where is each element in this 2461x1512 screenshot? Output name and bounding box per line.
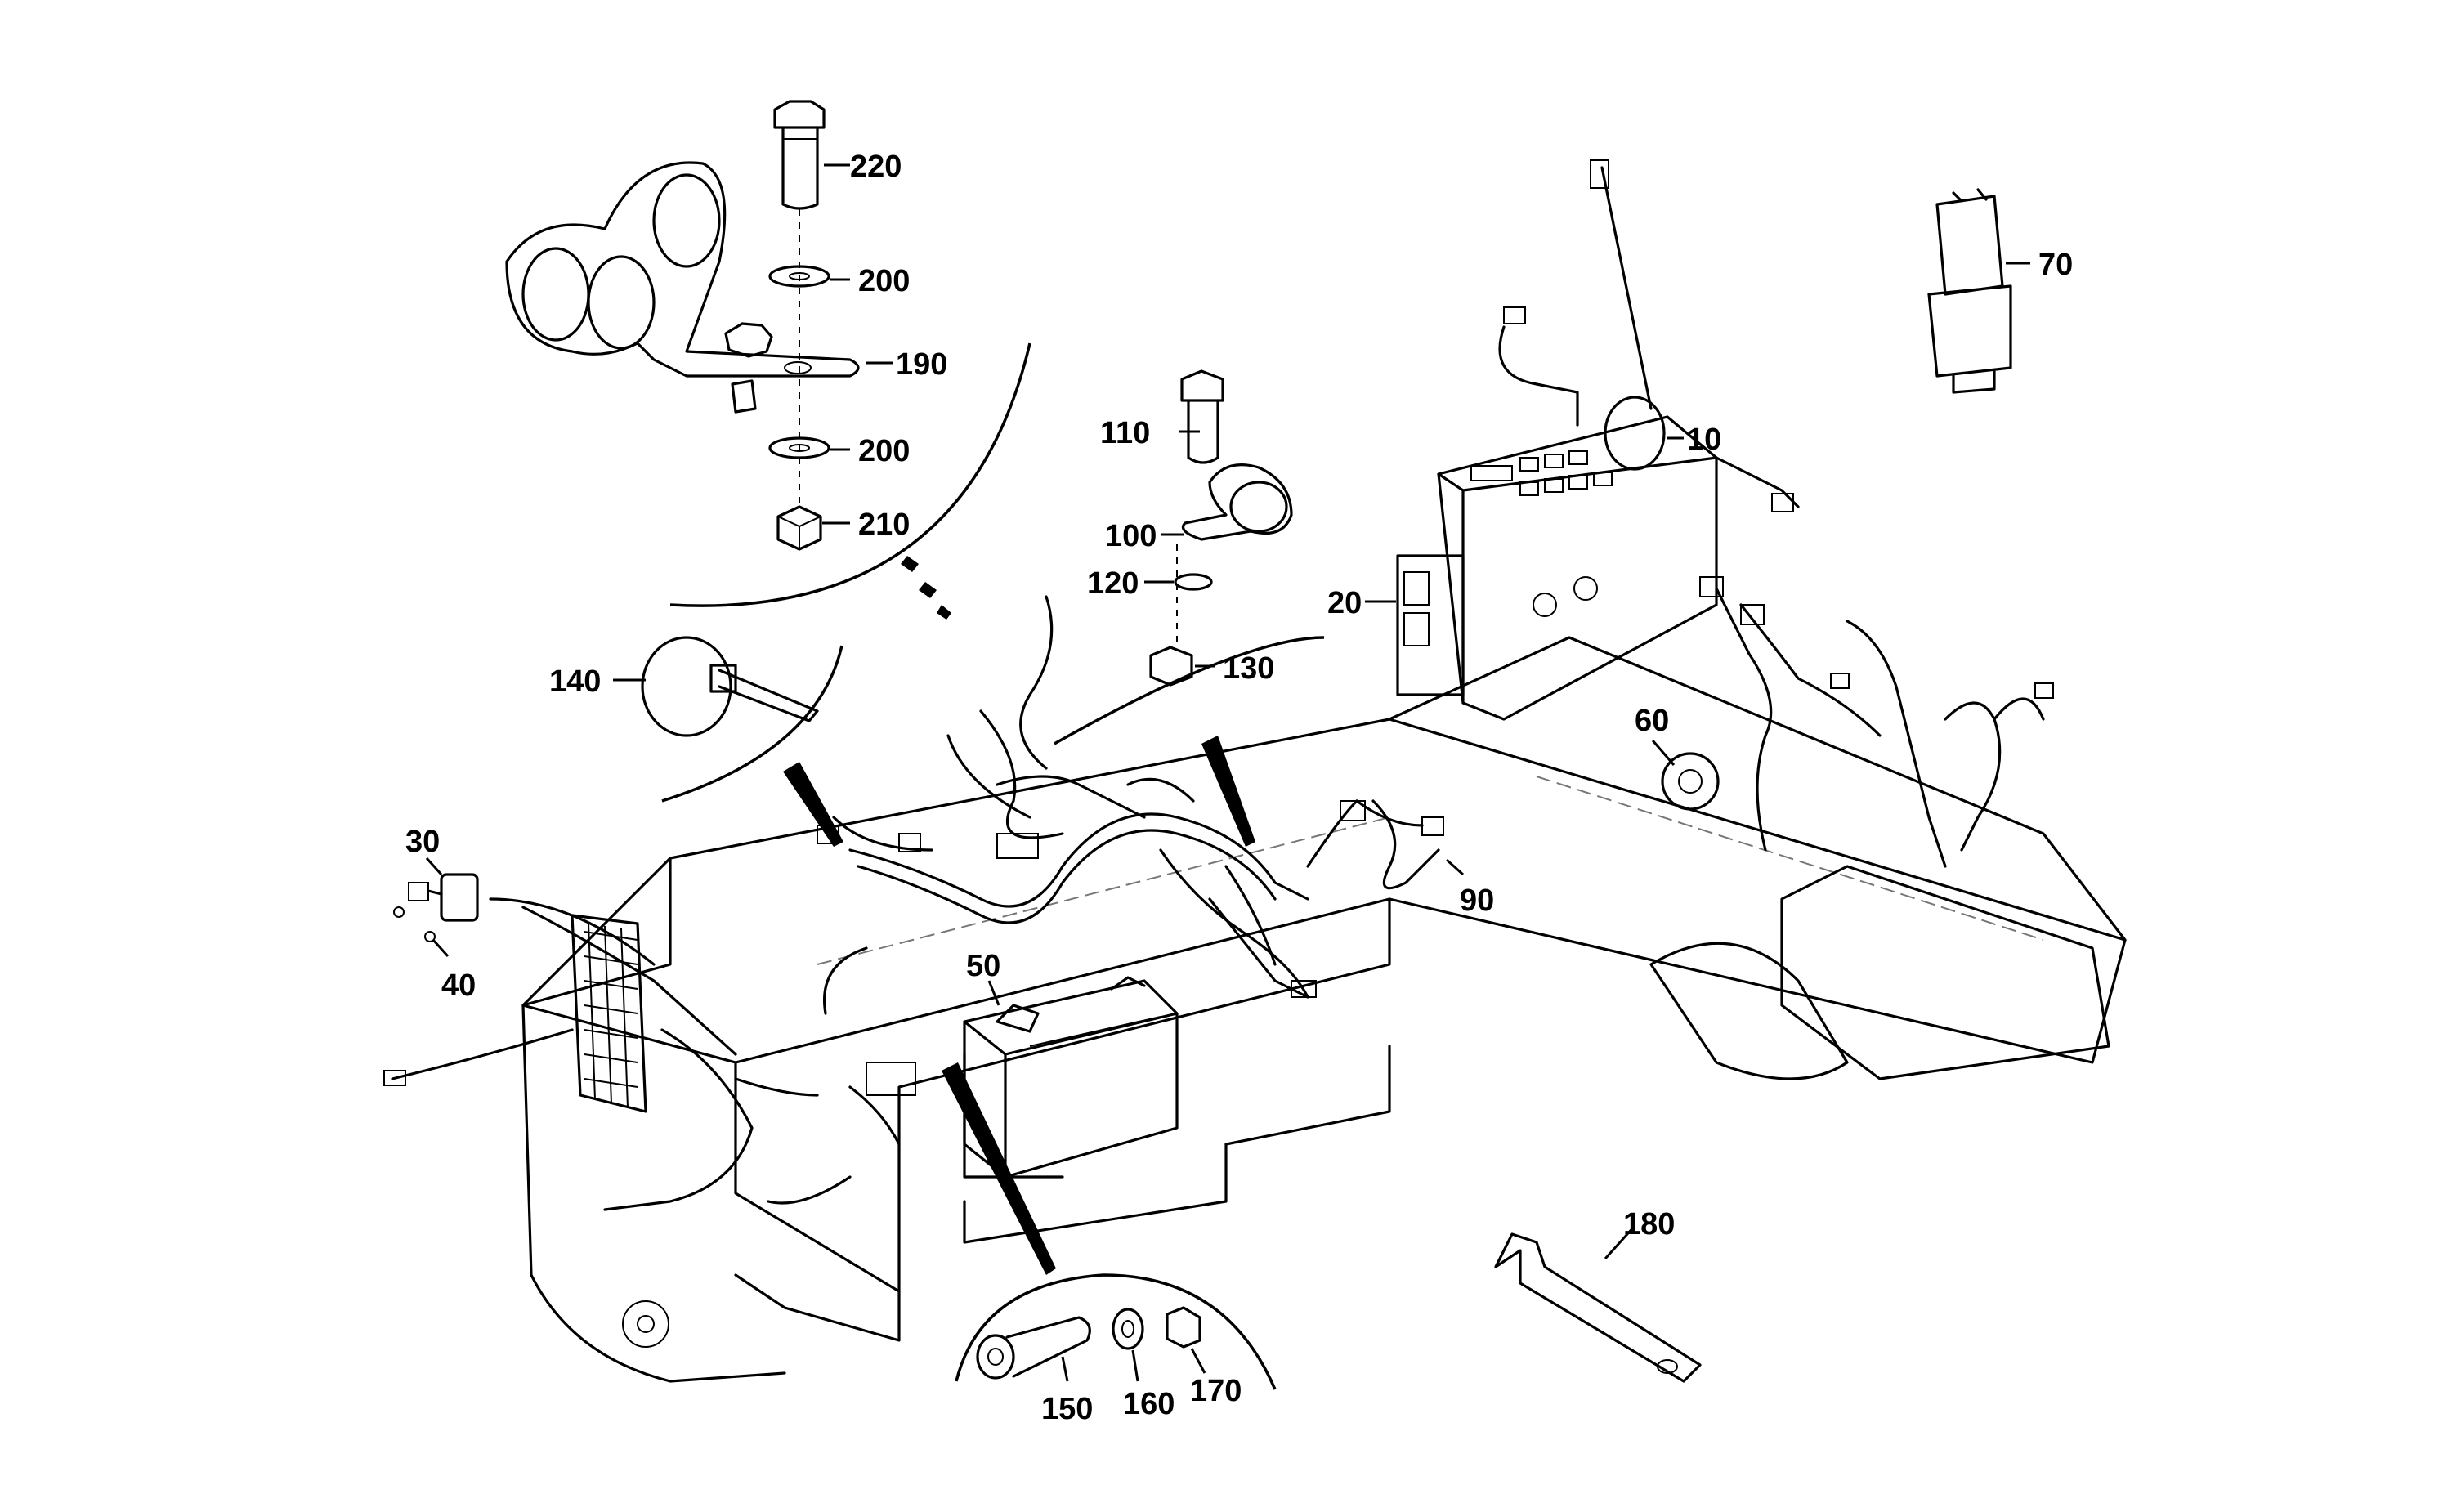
chassis-frame — [521, 636, 2127, 1383]
nut-170 — [1166, 1306, 1201, 1349]
detail-clamp — [1054, 369, 1325, 745]
callout-170: 170 — [1190, 1374, 1242, 1408]
callout-150: 150 — [1041, 1392, 1093, 1426]
callout-40: 40 — [441, 968, 476, 1003]
detail-cable-tie — [641, 636, 843, 803]
bolt-110 — [1180, 369, 1224, 464]
pointer-wedge-cable-tie — [783, 762, 843, 847]
part-70-pressure-switch — [1927, 188, 2012, 394]
pointer-wedge-clamp — [1201, 736, 1255, 847]
nut-130 — [1149, 646, 1193, 687]
callout-220: 220 — [850, 150, 902, 184]
callout-20: 20 — [1327, 586, 1362, 620]
callout-130: 130 — [1223, 651, 1274, 686]
control-console — [1396, 159, 1800, 721]
radiator — [571, 914, 647, 1113]
callout-60: 60 — [1635, 704, 1669, 738]
detail-fasteners — [955, 1273, 1277, 1390]
part-180-strap — [1494, 1232, 1702, 1383]
callout-100: 100 — [1105, 519, 1157, 553]
callout-140: 140 — [549, 664, 601, 699]
nut-on-bracket — [724, 322, 773, 414]
detail-bracket — [505, 100, 1031, 620]
battery — [963, 976, 1179, 1179]
cable-tie-140 — [641, 636, 819, 737]
pointer-wedge-fasteners — [942, 1062, 1056, 1275]
bracket-190 — [505, 161, 860, 378]
bolt-220 — [773, 100, 826, 210]
callout-10: 10 — [1687, 423, 1721, 457]
callout-180: 180 — [1623, 1207, 1675, 1241]
callout-160: 160 — [1123, 1387, 1175, 1421]
washer-120 — [1174, 573, 1213, 591]
callout-200-upper: 200 — [858, 264, 910, 298]
nut-210 — [776, 505, 822, 551]
callout-120: 120 — [1087, 566, 1139, 601]
part-60-horn — [1661, 752, 1720, 811]
callout-210: 210 — [858, 508, 910, 542]
callout-50: 50 — [966, 949, 1000, 983]
callout-90: 90 — [1460, 883, 1494, 918]
console-buttons — [1519, 450, 1613, 496]
callout-70: 70 — [2038, 248, 2073, 282]
washer-160 — [1112, 1308, 1144, 1350]
callout-110: 110 — [1100, 416, 1150, 450]
callout-labels: 10 20 30 40 50 60 70 90 100 110 120 130 … — [405, 150, 2073, 1426]
part-30-relay — [408, 873, 479, 922]
part-40-screw — [393, 906, 436, 942]
leader-lines — [425, 163, 2030, 1382]
clamp-100 — [1181, 463, 1293, 541]
callout-30: 30 — [405, 825, 440, 859]
part-90-connector — [1355, 799, 1424, 827]
callout-190: 190 — [896, 347, 947, 382]
callout-200-lower: 200 — [858, 434, 910, 468]
screw-150 — [976, 1316, 1091, 1380]
